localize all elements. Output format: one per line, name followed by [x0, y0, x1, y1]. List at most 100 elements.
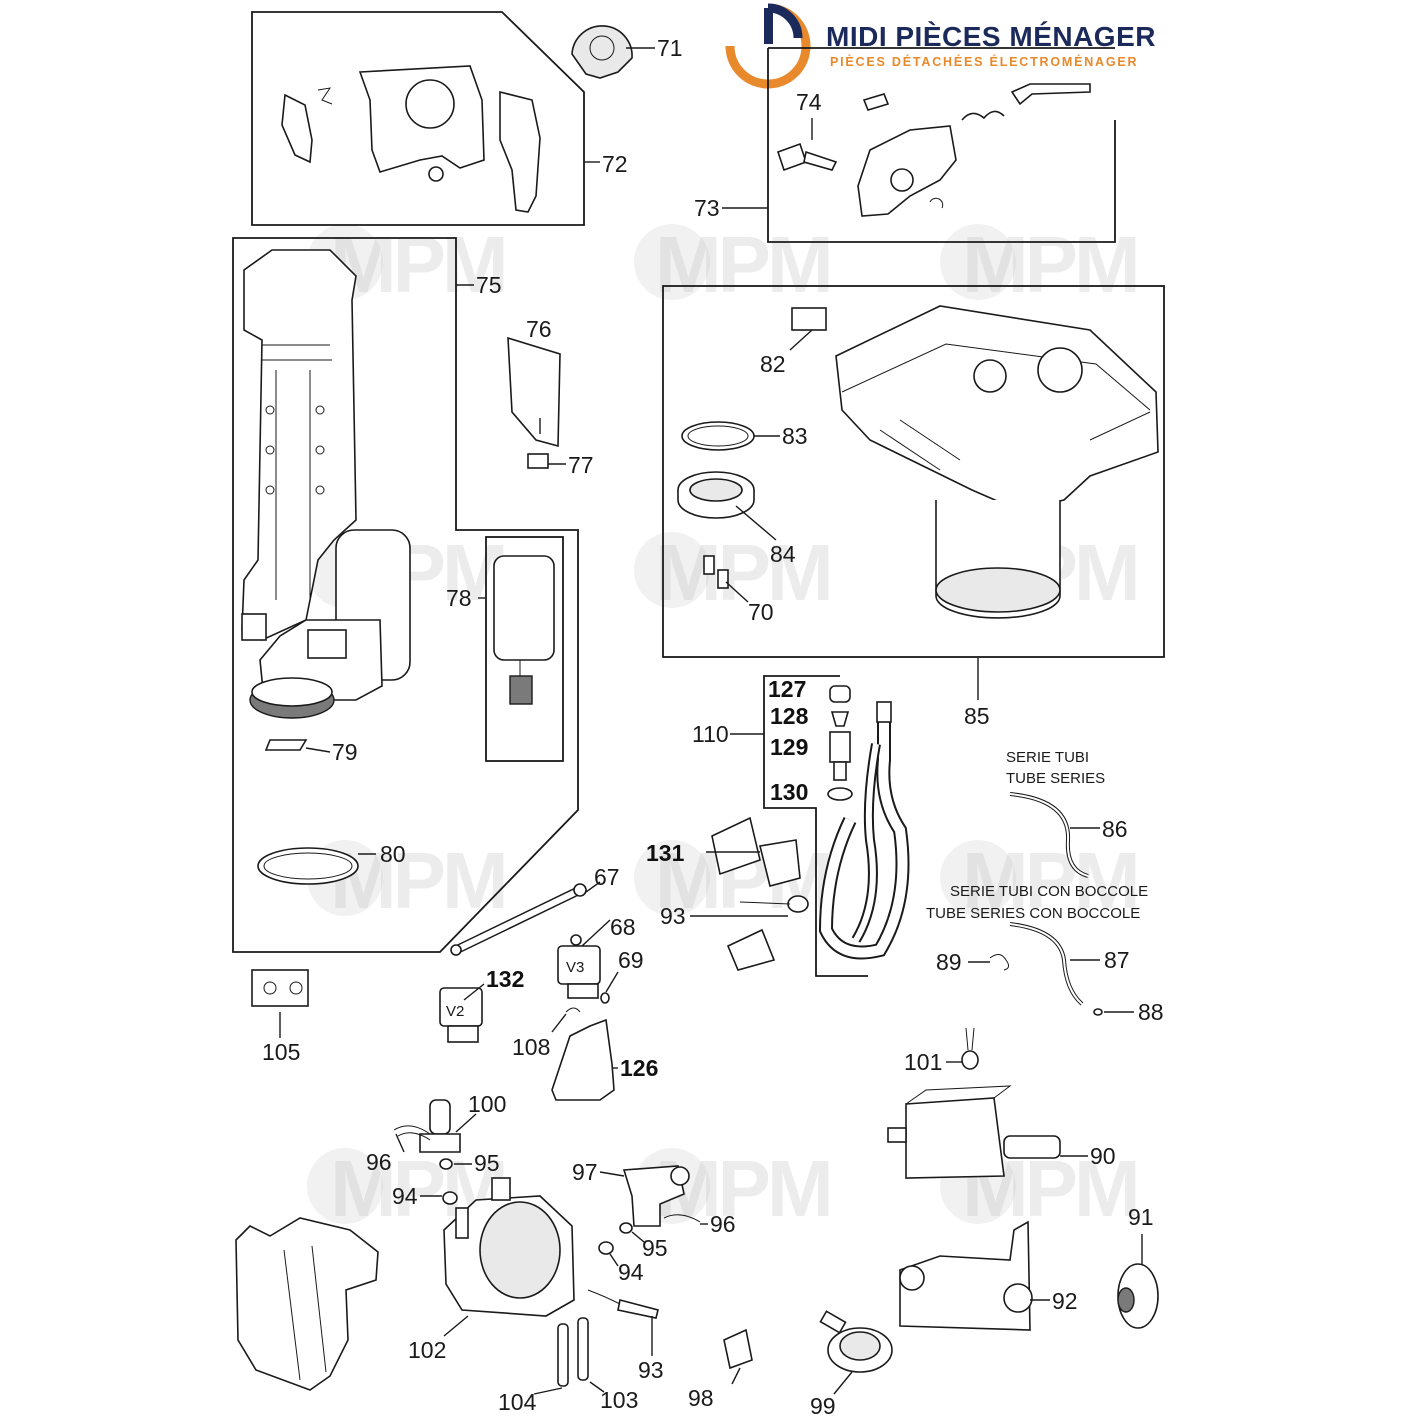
- callout-102: 102: [408, 1337, 446, 1363]
- part-104-pin: [557, 1323, 569, 1387]
- callout-71: 71: [657, 35, 683, 61]
- callout-70: 70: [748, 599, 774, 625]
- callout-85: 85: [964, 703, 990, 729]
- callout-126: 126: [620, 1055, 658, 1081]
- callout-82: 82: [760, 351, 786, 377]
- part-126-bracket: [551, 1018, 615, 1101]
- callout-69: 69: [618, 947, 644, 973]
- frame-73: [767, 48, 1116, 243]
- callout-79: 79: [332, 739, 358, 765]
- part-73-mechanism: [857, 83, 1091, 217]
- note-tube-series-boccole: TUBE SERIES CON BOCCOLE: [926, 905, 1140, 922]
- watermark: MPM: [655, 528, 830, 617]
- part-82-switch: [791, 307, 827, 331]
- callout-73: 73: [694, 195, 720, 221]
- leader-lines: [279, 47, 1143, 1395]
- part-70-screws: [703, 555, 729, 589]
- part-85-brew-group: [835, 305, 1159, 619]
- part-67-rod: [450, 883, 587, 956]
- part-68-valve: V3: [557, 934, 601, 999]
- callout-84: 84: [770, 541, 796, 567]
- brand-subtitle: PIÈCES DÉTACHÉES ÉLECTROMÉNAGER: [830, 54, 1138, 69]
- callout-83: 83: [782, 423, 808, 449]
- part-89-clip: [989, 954, 1010, 971]
- frame-72: [251, 11, 585, 226]
- part-100-fitting: [419, 1099, 461, 1153]
- frame-78: [485, 536, 564, 762]
- part-95-oring-left: [439, 1158, 453, 1170]
- watermark: MPM: [655, 1144, 830, 1233]
- callout-78: 78: [446, 585, 472, 611]
- watermark: MPM: [962, 220, 1137, 309]
- callout-99: 99: [810, 1393, 836, 1419]
- callout-132: 132: [486, 966, 524, 992]
- callout-88: 88: [1138, 999, 1164, 1025]
- part-102-boiler: [443, 1177, 575, 1317]
- callout-95-left: 95: [474, 1150, 500, 1176]
- callout-92: 92: [1052, 1288, 1078, 1314]
- brand-title: MIDI PIÈCES MÉNAGER: [826, 21, 1156, 52]
- callout-110: 110: [692, 721, 729, 747]
- watermark-layer: MPM MPM MPM MPM MPM MPM MPM MPM MPM MPM …: [307, 220, 1141, 1233]
- callout-131: 131: [646, 840, 685, 866]
- part-97-valve: [622, 1165, 690, 1227]
- note-tube-series: TUBE SERIES: [1006, 770, 1105, 787]
- watermark: MPM: [962, 836, 1137, 925]
- part-131-switch: [711, 816, 801, 887]
- note-serie-tubi: SERIE TUBI: [1006, 749, 1089, 766]
- part-99-flowmeter: [819, 1310, 893, 1373]
- callout-75: 75: [476, 272, 502, 298]
- callout-91: 91: [1128, 1204, 1154, 1230]
- part-80-belt: [257, 847, 359, 885]
- part-housing: [235, 1217, 379, 1391]
- callout-100: 100: [468, 1091, 506, 1117]
- callout-94-left: 94: [392, 1183, 418, 1209]
- callout-77: 77: [568, 452, 594, 478]
- part-92-bracket: [899, 1220, 1033, 1331]
- part-95-oring-right: [619, 1222, 633, 1234]
- brand-logo: MIDI PIÈCES MÉNAGER PIÈCES DÉTACHÉES ÉLE…: [725, 3, 1156, 89]
- part-94-oring-left: [442, 1191, 458, 1205]
- callout-90: 90: [1090, 1143, 1116, 1169]
- callout-labels: 71 72 73 74 75 76 77 78 79 80 82 83 84 7…: [262, 35, 1164, 1419]
- part-87-tube: [1009, 922, 1084, 1006]
- part-69-oring: [600, 992, 610, 1004]
- frame-75: [232, 237, 579, 953]
- callout-86: 86: [1102, 816, 1128, 842]
- part-78-motor: [493, 555, 555, 705]
- callout-104: 104: [498, 1389, 537, 1415]
- part-105-clip: [251, 969, 309, 1007]
- part-132-valve: V2: [439, 987, 483, 1043]
- callout-98: 98: [688, 1385, 714, 1411]
- watermark: MPM: [330, 220, 505, 309]
- callout-128: 128: [770, 703, 809, 729]
- part-79-plate: [264, 739, 308, 751]
- valve-v3-label: V3: [566, 959, 584, 976]
- callout-108: 108: [512, 1034, 550, 1060]
- assembly-frames: [232, 11, 1165, 977]
- callout-93-upper: 93: [660, 903, 686, 929]
- frame-85: [662, 285, 1165, 658]
- callout-94-right: 94: [618, 1259, 644, 1285]
- watermark: MPM: [330, 836, 505, 925]
- part-91-cap: [1117, 1263, 1159, 1329]
- part-77-clip: [527, 453, 549, 469]
- watermark: MPM: [655, 220, 830, 309]
- callout-130: 130: [770, 779, 808, 805]
- callout-87: 87: [1104, 947, 1130, 973]
- callout-129: 129: [770, 734, 808, 760]
- callout-67: 67: [594, 864, 620, 890]
- callout-95-right: 95: [642, 1235, 668, 1261]
- part-76-plate: [507, 336, 561, 448]
- part-96-clip-right: [663, 1214, 701, 1223]
- part-98-switch: [723, 1328, 753, 1370]
- callout-89: 89: [936, 949, 962, 975]
- part-74-knob: [776, 142, 838, 172]
- callout-96-left: 96: [366, 1149, 392, 1175]
- part-90-pump: [887, 1085, 1061, 1179]
- valve-v2-label: V2: [446, 1003, 464, 1020]
- part-96-clip-left: [393, 1125, 431, 1141]
- part-71-cover: [571, 25, 633, 79]
- bracket-110: [763, 675, 868, 977]
- part-75-chassis: [241, 249, 411, 719]
